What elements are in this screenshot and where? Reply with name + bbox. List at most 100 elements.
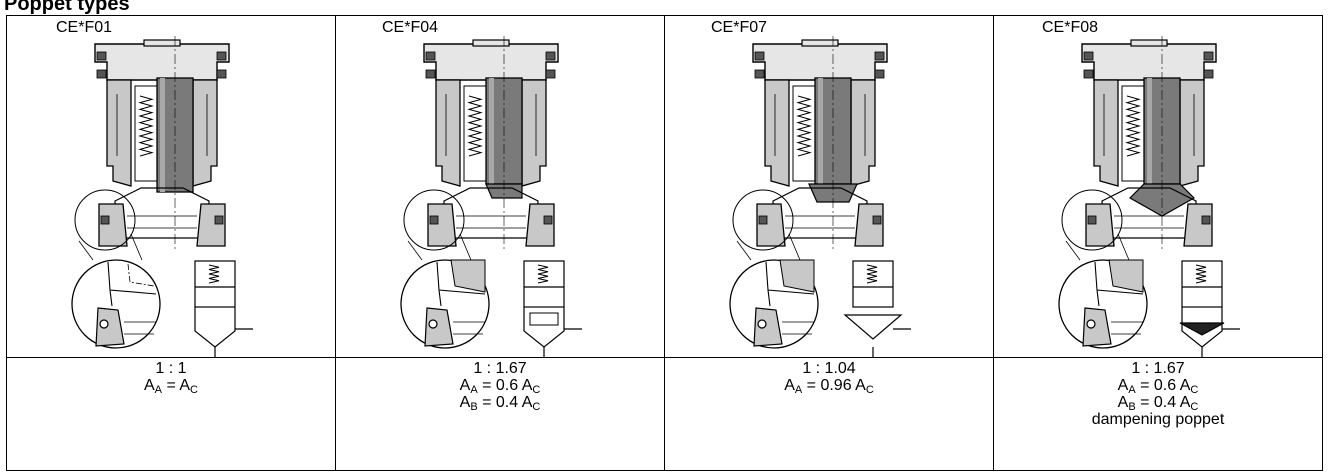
detail-marker-circle bbox=[403, 189, 465, 251]
seat-ring-left bbox=[98, 203, 128, 247]
area-equation: AB = 0.4 AC bbox=[994, 394, 1322, 413]
equation-rhs: A bbox=[1179, 394, 1191, 411]
cover-seal-ring bbox=[754, 51, 765, 61]
spring-chamber bbox=[1121, 85, 1145, 182]
cover-seal-ring bbox=[216, 69, 227, 79]
equation-rhs: A bbox=[179, 377, 191, 394]
symbol-poppet-body bbox=[523, 260, 565, 308]
seat-seal-right bbox=[1201, 215, 1211, 225]
cartridge-cover bbox=[1081, 43, 1217, 81]
seat-bore-lines bbox=[127, 215, 197, 229]
sleeve-inner-bore-lines bbox=[116, 94, 208, 156]
cover-seal-ring bbox=[545, 51, 556, 61]
equation-lhs: A bbox=[459, 377, 471, 394]
sleeve-wall-left bbox=[106, 79, 132, 187]
detail-marker-circle bbox=[1061, 189, 1123, 251]
symbol-cone bbox=[843, 314, 903, 340]
equation-operator: = 0.4 bbox=[477, 394, 522, 411]
cover-seal-ring bbox=[1083, 69, 1094, 79]
spring bbox=[138, 95, 154, 157]
equation-lhs: A bbox=[1117, 394, 1129, 411]
sleeve-wall-left bbox=[764, 79, 790, 187]
detail-bore-lines bbox=[124, 321, 156, 335]
seat-bore-lines bbox=[1114, 215, 1184, 229]
sleeve-wall-right bbox=[192, 79, 218, 187]
cover-seal-ring bbox=[545, 69, 556, 79]
detail-body-contour bbox=[765, 261, 815, 307]
seat-ring-left bbox=[427, 203, 457, 247]
seat-seal-left bbox=[1087, 215, 1097, 225]
equation-lhs: A bbox=[459, 394, 471, 411]
seat-ring-right bbox=[1183, 203, 1213, 247]
spring-chamber bbox=[134, 85, 158, 182]
seat-ring-right bbox=[854, 203, 884, 247]
poppet-highlight bbox=[1147, 78, 1152, 184]
symbol-valve-seat bbox=[194, 307, 236, 348]
detail-view-circle bbox=[71, 259, 161, 349]
area-ratio: 1 : 1.04 bbox=[802, 360, 856, 377]
drawing-row: CE*F01 CE*F04 CE*F07 CE*F08 bbox=[6, 15, 1323, 358]
equation-lhs-subscript: A bbox=[1128, 384, 1136, 396]
detail-bore-lines bbox=[1111, 321, 1143, 335]
detail-seat-section bbox=[753, 307, 783, 347]
seat-ring-left bbox=[756, 203, 786, 247]
equation-operator: = 0.96 bbox=[802, 377, 856, 394]
sleeve-inner-bore-lines bbox=[445, 94, 537, 156]
symbol-poppet-body bbox=[852, 260, 894, 308]
cover-seal-ring bbox=[874, 51, 885, 61]
symbol-poppet-body bbox=[1181, 260, 1223, 308]
detail-o-ring bbox=[757, 319, 767, 329]
symbol-poppet-step bbox=[529, 312, 559, 326]
poppet-code-label: CE*F08 bbox=[1042, 19, 1099, 36]
spring bbox=[467, 95, 483, 157]
cover-pilot-plug bbox=[1130, 39, 1168, 47]
spring-chamber bbox=[463, 85, 487, 182]
cartridge-cover bbox=[423, 43, 559, 81]
detail-leader-lines bbox=[1065, 233, 1130, 261]
detail-leader-lines bbox=[407, 233, 472, 261]
cover-seal-ring bbox=[425, 69, 436, 79]
area-ratio: 1 : 1 bbox=[155, 360, 187, 377]
detail-poppet-edge bbox=[1108, 259, 1144, 293]
cover-seal-ring bbox=[216, 51, 227, 61]
area-equation: AB = 0.4 AC bbox=[336, 394, 664, 413]
symbol-spring bbox=[866, 264, 878, 284]
poppet-cross-section-drawing bbox=[71, 36, 253, 357]
detail-body-contour bbox=[107, 261, 157, 307]
poppet-cross-section-drawing bbox=[1058, 36, 1240, 357]
poppet-code-label: CE*F01 bbox=[56, 19, 113, 36]
equation-operator: = 0.6 bbox=[477, 377, 522, 394]
equation-rhs: A bbox=[1179, 377, 1191, 394]
seat-ring-right bbox=[196, 203, 226, 247]
equation-lhs-subscript: A bbox=[794, 384, 803, 396]
detail-marker-circle bbox=[74, 189, 136, 251]
detail-leader-lines bbox=[78, 233, 143, 261]
seat-seal-right bbox=[543, 215, 553, 225]
symbol-poppet-body bbox=[194, 260, 236, 308]
cover-pilot-plug bbox=[801, 39, 839, 47]
sleeve-wall-right bbox=[521, 79, 547, 187]
equation-rhs: A bbox=[521, 377, 533, 394]
detail-o-ring bbox=[428, 319, 438, 329]
cartridge-cover bbox=[752, 43, 888, 81]
seat-seal-left bbox=[429, 215, 439, 225]
spring bbox=[1125, 95, 1141, 157]
seat-ring-right bbox=[525, 203, 555, 247]
detail-poppet-edge bbox=[450, 259, 486, 293]
detail-bore-lines bbox=[782, 321, 814, 335]
equation-lhs: A bbox=[144, 377, 155, 394]
drawing-cell-3: CE*F08 bbox=[993, 15, 1323, 358]
equation-rhs-subscript: C bbox=[190, 384, 198, 396]
cartridge-cover bbox=[94, 43, 230, 81]
sleeve-inner-bore-lines bbox=[1103, 94, 1195, 156]
seat-seal-left bbox=[758, 215, 768, 225]
poppet-cross-section-drawing bbox=[400, 36, 582, 357]
poppet-note: dampening poppet bbox=[1091, 411, 1225, 428]
equation-lhs-subscript: A bbox=[154, 384, 163, 396]
detail-leader-lines bbox=[736, 233, 801, 261]
cover-seal-ring bbox=[96, 69, 107, 79]
area-equation: AA = 0.6 AC bbox=[336, 377, 664, 396]
